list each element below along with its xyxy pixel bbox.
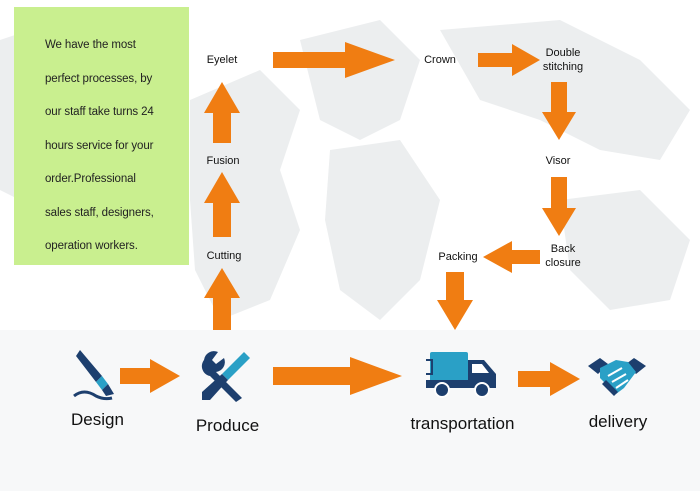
description-note: We have the most perfect processes, by o…	[14, 7, 189, 265]
arrow-fusion-up	[204, 172, 240, 237]
note-line: We have the most	[45, 39, 136, 51]
stage-delivery: delivery	[588, 412, 648, 431]
step-back-closure-line1: Back	[550, 243, 576, 255]
arrow-design-to-produce	[120, 359, 180, 393]
stage-produce: Produce	[195, 416, 260, 435]
step-double-stitching-line2: stitching	[542, 61, 584, 73]
note-line: operation workers.	[45, 240, 138, 252]
stage-transportation: transportation	[410, 414, 515, 433]
delivery-truck-icon	[426, 352, 496, 398]
step-visor: Visor	[545, 155, 571, 167]
arrow-cutting-to-fusion	[204, 268, 240, 330]
note-line: our staff take turns 24	[45, 106, 154, 118]
note-line: sales staff, designers,	[45, 206, 154, 219]
pen-nib-icon	[73, 350, 114, 401]
arrow-back-to-packing	[483, 241, 540, 273]
step-double-stitching-line1: Double	[545, 47, 581, 59]
wrench-screwdriver-icon	[201, 351, 250, 402]
step-fusion: Fusion	[206, 155, 240, 167]
step-cutting: Cutting	[206, 250, 242, 262]
step-double-stitching: Double stitching	[533, 46, 593, 74]
handshake-icon	[588, 358, 646, 396]
stage-design: Design	[71, 410, 124, 429]
arrow-eyelet-to-crown	[273, 42, 395, 78]
step-eyelet: Eyelet	[206, 54, 238, 66]
arrow-to-eyelet	[204, 82, 240, 143]
note-line: hours service for your	[45, 139, 154, 152]
arrow-transport-to-delivery	[518, 362, 580, 396]
step-back-closure-line2: closure	[545, 257, 581, 269]
step-crown: Crown	[424, 54, 456, 66]
arrow-visor-to-back	[542, 177, 576, 236]
arrow-stitching-to-visor	[542, 82, 576, 140]
arrow-packing-to-transport	[437, 272, 473, 330]
step-back-closure: Back closure	[537, 242, 589, 270]
note-line: order.Professional	[45, 173, 136, 185]
arrow-crown-to-stitching	[478, 44, 540, 76]
step-packing: Packing	[438, 251, 478, 263]
note-line: perfect processes, by	[45, 72, 153, 85]
arrow-produce-to-transport	[273, 357, 402, 395]
